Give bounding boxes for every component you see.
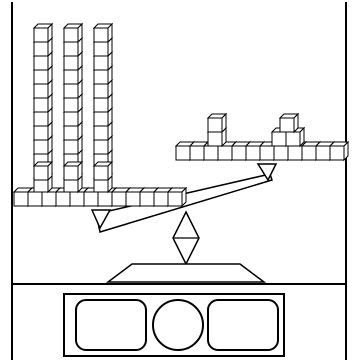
ten-rod-3-cube xyxy=(92,22,114,44)
answer-slot-middle-circle[interactable] xyxy=(152,299,204,351)
right-pan-support xyxy=(256,163,278,182)
left-pan-support xyxy=(90,209,112,230)
right-tray-cube xyxy=(328,140,350,162)
answer-panel xyxy=(63,293,285,357)
left-pan xyxy=(12,22,188,208)
scale-base xyxy=(105,263,267,283)
diagram-frame xyxy=(11,2,347,360)
unit-cube xyxy=(278,112,300,134)
ten-rod-3-base-cube xyxy=(92,160,114,182)
right-pan xyxy=(174,112,350,162)
ten-rod-2-base-cube xyxy=(62,160,84,182)
ten-rod-1-cube xyxy=(32,22,54,44)
answer-slot-right-box[interactable] xyxy=(207,299,279,351)
left-tray-cube xyxy=(166,186,188,208)
answer-slot-left-box[interactable] xyxy=(75,299,147,351)
unit-cube xyxy=(206,112,228,134)
ten-rod-2-cube xyxy=(62,22,84,44)
ten-rod-1-base-cube xyxy=(32,160,54,182)
